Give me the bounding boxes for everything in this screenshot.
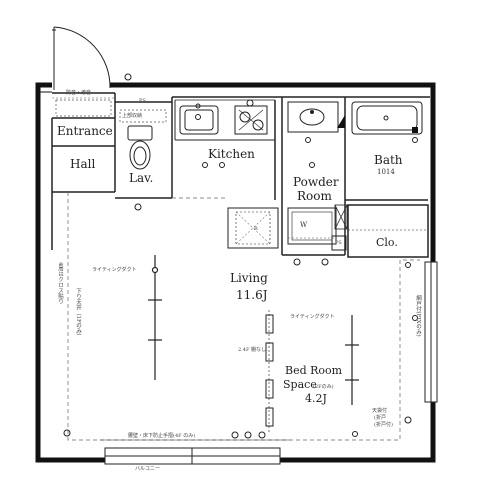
right-note-2: (折戸 — [374, 415, 386, 421]
washer-label: W — [300, 221, 308, 229]
bath-size: 1014 — [377, 168, 395, 176]
lighting-duct-bedroom — [345, 315, 359, 405]
bedroom-partition[interactable] — [265, 310, 274, 432]
refrigerator-label: R — [254, 226, 258, 232]
bedroom-note: (2Fのみ) — [313, 384, 334, 390]
washbasin-icon — [287, 101, 339, 133]
room-label-closet: Clo. — [376, 236, 398, 249]
refrigerator-space — [227, 207, 279, 249]
bath-drain — [412, 127, 418, 133]
stove-icon — [234, 105, 268, 135]
outlet-symbols — [63, 73, 418, 439]
lav-upper-cabinet-label: 上部収納 — [122, 113, 143, 119]
ps-box-mid — [331, 235, 347, 251]
shelf-note: 2.4F 棚なし — [238, 347, 267, 353]
hall-walls — [51, 93, 116, 250]
entrance-door[interactable] — [52, 26, 111, 90]
door-note: 防音・遮音 — [66, 90, 92, 96]
ps-label-top: PS — [139, 98, 146, 104]
ps-shaft — [334, 204, 348, 230]
closet-walls — [347, 204, 429, 258]
ceiling-note: 下り天井（1Fのみ） — [75, 288, 81, 340]
room-label-bedroom-1: Bed Room — [285, 364, 343, 377]
lavatory-walls — [115, 97, 173, 199]
right-note-1: 天袋付 — [372, 408, 388, 414]
ps-label-mid: PS — [335, 240, 342, 246]
floor-note: 腰壁・床下防止手摺(4F のみ) — [128, 433, 196, 439]
entrance-door-gap — [52, 80, 110, 92]
toilet-icon — [127, 125, 153, 170]
shoe-cabinet — [55, 99, 112, 117]
room-label-hall: Hall — [70, 157, 96, 171]
kitchen-walls — [172, 96, 282, 200]
washer-space — [287, 207, 337, 245]
lighting-duct-living — [148, 255, 162, 380]
duct-bedroom-label: ライティングダクト — [290, 314, 335, 320]
mirror-mark — [337, 115, 345, 128]
balcony-label: バルコニー — [135, 466, 160, 472]
room-label-bedroom-2: Space — [283, 378, 317, 391]
room-label-bath: Bath — [374, 153, 403, 167]
room-label-powder-2: Room — [297, 189, 332, 203]
range-hood-icon — [246, 99, 254, 107]
right-window[interactable] — [424, 261, 438, 403]
living-size: 11.6J — [236, 288, 268, 302]
kitchen-sink-icon — [179, 103, 219, 135]
room-label-living: Living — [230, 271, 268, 285]
room-label-entrance: Entrance — [57, 124, 113, 138]
bedroom-size: 4.2J — [305, 392, 327, 405]
room-label-lav: Lav. — [129, 171, 154, 185]
window-note: 網戸付(FIXのみ) — [415, 295, 421, 337]
balcony-door[interactable] — [104, 447, 281, 465]
room-label-powder-1: Powder — [293, 175, 339, 189]
lowered-ceiling-outline — [67, 192, 420, 441]
right-note-3: (折戸付) — [374, 422, 393, 428]
bath-walls — [345, 96, 430, 201]
left-wall-note: 4周はクロス貼り — [57, 262, 63, 304]
bathtub-icon — [351, 101, 423, 135]
duct-living-label: ライティングダクト — [92, 267, 137, 273]
lav-upper-cabinet — [119, 109, 167, 123]
room-label-kitchen: Kitchen — [208, 147, 255, 161]
